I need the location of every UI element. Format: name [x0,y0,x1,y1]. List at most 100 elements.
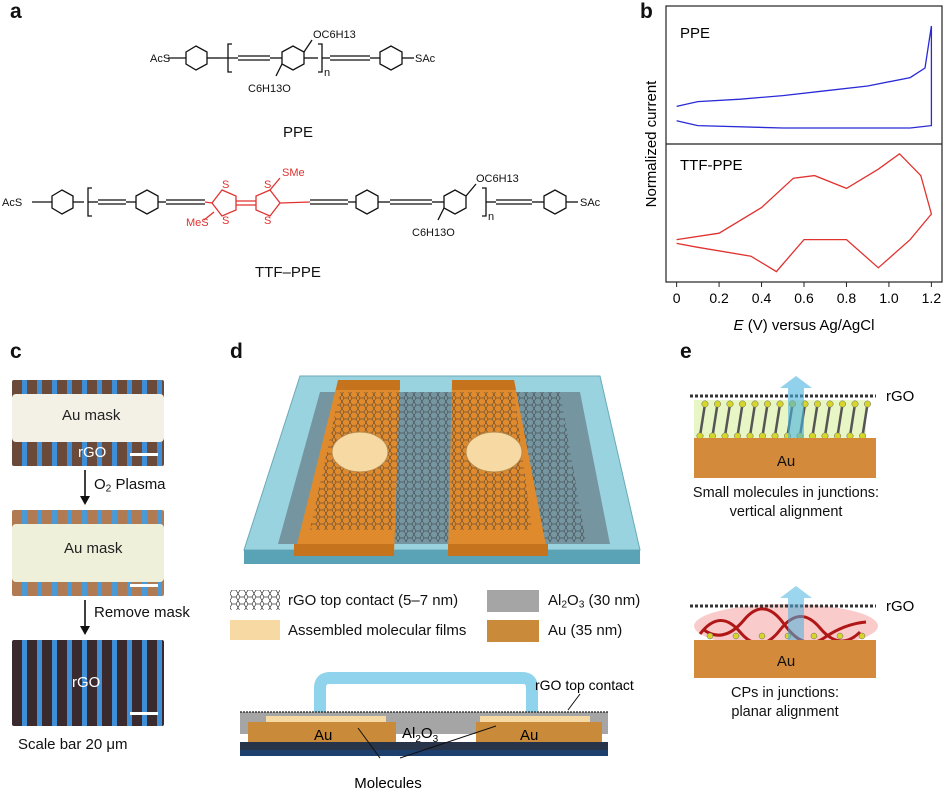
x-tick-label: 1.0 [879,290,899,306]
step-remove-mask: Remove mask [94,604,190,621]
legend-rgo-swatch [230,590,280,610]
sme-group: SMe [282,167,305,179]
caption-planar-line1: CPs in junctions: [731,685,839,701]
sac-group-ttf: SAc [580,197,601,209]
y-axis-label: Normalized current [643,80,660,208]
panel-e-label: e [680,340,692,363]
sulfur-anchor [839,400,846,408]
x-axis-label: E (V) versus Ag/AgCl [734,317,875,334]
s-atom: S [264,215,271,227]
ppe-series-label: PPE [680,25,710,42]
benzene-ring [135,189,159,215]
rgo-bridge [314,672,538,718]
legend-film-label: Assembled molecular films [288,622,467,639]
mes-group: MeS [186,217,209,229]
ppe-label: PPE [283,124,314,141]
au-left-label: Au [314,727,332,744]
s-atom: S [222,179,229,191]
molecule-chain [861,403,869,437]
legend-film-swatch [230,620,280,640]
caption-vertical: Small molecules in junctions: vertical a… [676,484,896,522]
sulfur-anchor [739,400,746,408]
sulfur-anchor [864,400,871,408]
scale-bar [130,453,158,456]
molecule-chain [823,403,832,437]
n-ttf: n [488,211,494,223]
legend-rgo-label: rGO top contact (5–7 nm) [288,592,459,609]
micrograph-3: rGO [12,640,164,726]
caption-planar: CPs in junctions: planar alignment [700,684,870,722]
x-tick-label: 1.2 [922,290,942,306]
benzene-ring [51,189,74,215]
molecule-chain [698,403,707,437]
sulfur-anchor [726,400,734,408]
sac-group-ppe: SAc [415,53,436,65]
benzene-ring [543,189,567,215]
legend-al2o3-label: Al2O3 (30 nm) [548,592,641,611]
s-atom: S [264,179,271,191]
molecule-chain [736,403,744,437]
sulfur-anchor [814,400,821,408]
caption-vertical-line2: vertical alignment [729,504,843,520]
scale-bar [130,712,158,715]
au-label-top: Au [777,453,795,470]
sulfur-anchor [751,400,759,408]
benzene-ring [185,45,208,71]
benzene-ring [379,45,403,71]
molecule-chain [811,403,819,437]
x-tick-label: 0.4 [752,290,772,306]
molecule-chain [711,403,719,437]
benzene-ring [355,189,379,215]
au-substrate-bottom [694,640,876,678]
legend-al2o3-swatch [487,590,539,612]
rgo-label-top: rGO [886,388,914,405]
x-tick-label: 0.2 [709,290,729,306]
ttf-ppe-cv-trace [676,152,933,273]
au-left-block [248,722,396,742]
ttf-ppe-label: TTF–PPE [255,264,321,281]
step-o2-plasma: O2 Plasma [94,476,166,495]
al2o3-cross-label: Al2O3 [402,725,439,745]
au-mask-text-1: Au mask [62,407,121,424]
panel-a-label: a [10,0,22,23]
rgo-text-1: rGO [78,444,107,461]
scale-bar [130,584,158,587]
arrow-down-icon [80,470,90,505]
molecular-film-left [331,431,389,473]
molecule-chain [748,403,757,437]
oc6h13-ttf: OC6H13 [476,173,519,185]
micrograph-2: Au mask [12,510,164,596]
x-tick-label: 0.8 [837,290,857,306]
c6h13o-ppe: C6H13O [248,83,291,95]
au-mask-text-2: Au mask [64,540,123,557]
sulfur-anchor [714,400,721,408]
device-cross-section: Au Al2O3 Au rGO top contact Molecules [240,672,634,792]
benzene-ring [443,189,467,215]
x-tick-label: 0.6 [794,290,814,306]
legend-au-swatch [487,620,539,642]
ppe-cv-trace [676,25,933,129]
au-label-bottom: Au [777,653,795,670]
vertical-alignment-diagram: Au rGO [690,376,914,478]
micrograph-1: Au mask rGO [12,380,164,466]
device-3d-schematic [243,375,641,564]
au-substrate-top [694,438,876,478]
au-right-label: Au [520,727,538,744]
rgo-label-bottom: rGO [886,598,914,615]
molecule-chain [773,403,782,437]
molecule-chain [723,403,732,437]
acs-group-ppe: AcS [150,53,170,65]
chemical-structures: AcS SAc OC6H13 C6H13O n AcS SAc OC6H13 C… [2,29,601,239]
acs-group-ttf: AcS [2,197,22,209]
panel-d-label: d [230,340,243,363]
c6h13o-ttf: C6H13O [412,227,455,239]
ttf-core [203,177,311,221]
sulfur-anchor [764,400,771,408]
sulfur-anchor [851,400,859,408]
rgo-text-3: rGO [72,674,101,691]
legend-au-label: Au (35 nm) [548,622,623,639]
scale-bar-caption: Scale bar 20 μm [18,736,128,753]
sulfur-anchor [776,400,784,408]
s-atom: S [222,215,229,227]
